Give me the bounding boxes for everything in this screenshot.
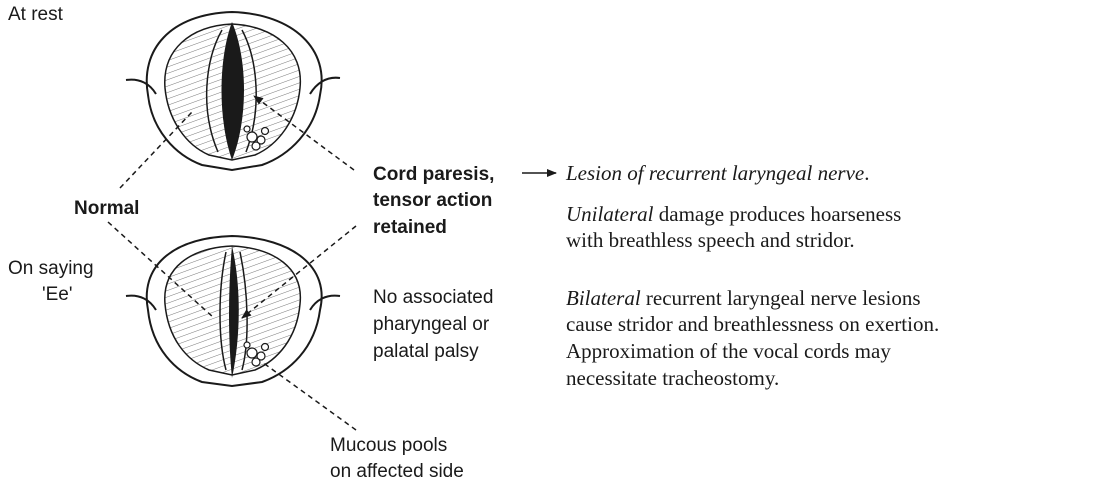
- bilateral-rest: recurrent laryngeal nerve lesions: [641, 286, 921, 310]
- unilateral-line2: with breathless speech and stridor.: [566, 228, 855, 252]
- label-on-saying-line1: On saying: [8, 257, 94, 280]
- label-no-associated-line1: No associated: [373, 286, 493, 309]
- unilateral-term: Unilateral: [566, 202, 654, 226]
- label-cord-paresis-line2: tensor action: [373, 189, 492, 212]
- label-no-associated-line2: pharyngeal or: [373, 313, 489, 336]
- label-mucous-line1: Mucous pools: [330, 434, 447, 457]
- unilateral-rest: damage produces hoarseness: [654, 202, 902, 226]
- larynx-on-saying-ee: [126, 236, 340, 386]
- bilateral-line4: necessitate tracheostomy.: [566, 366, 779, 390]
- label-cord-paresis-line3: retained: [373, 216, 447, 239]
- lesion-text: Lesion of recurrent laryngeal nerve: [566, 161, 864, 185]
- lesion-period: .: [864, 161, 869, 185]
- label-normal: Normal: [74, 197, 139, 220]
- bilateral-line1: Bilateral recurrent laryngeal nerve lesi…: [566, 286, 921, 310]
- larynx-at-rest: [126, 12, 340, 170]
- bilateral-line3: Approximation of the vocal cords may: [566, 339, 891, 363]
- label-mucous-line2: on affected side: [330, 460, 464, 483]
- unilateral-line1: Unilateral damage produces hoarseness: [566, 202, 901, 226]
- bilateral-term: Bilateral: [566, 286, 641, 310]
- label-cord-paresis-line1: Cord paresis,: [373, 163, 494, 186]
- label-at-rest: At rest: [8, 3, 63, 26]
- lesion-line: Lesion of recurrent laryngeal nerve.: [566, 161, 869, 185]
- label-on-saying-line2: 'Ee': [42, 283, 73, 306]
- bilateral-line2: cause stridor and breathlessness on exer…: [566, 312, 939, 336]
- label-no-associated-line3: palatal palsy: [373, 340, 479, 363]
